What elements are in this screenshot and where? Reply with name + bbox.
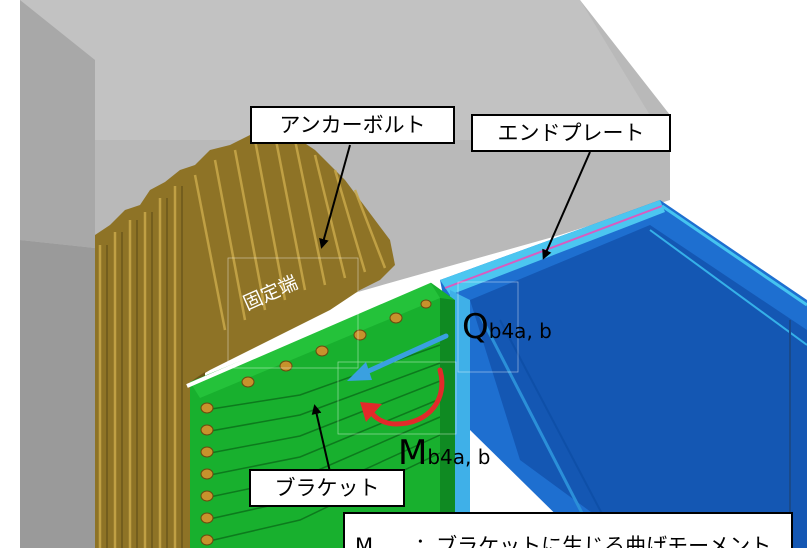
guide-frames bbox=[227, 257, 519, 435]
legend-text: M ：ブラケットに生じる曲げモーメント bbox=[355, 534, 772, 548]
end-plate-label: エンドプレート bbox=[471, 114, 671, 152]
moment-symbol-main: M bbox=[398, 433, 428, 473]
legend-box: M ：ブラケットに生じる曲げモーメント bbox=[343, 512, 793, 548]
shear-force-arrow bbox=[347, 333, 449, 381]
bracket-label: ブラケット bbox=[249, 469, 405, 507]
shear-symbol-main: Q bbox=[462, 307, 489, 347]
steel-beam bbox=[440, 200, 807, 548]
bending-moment-arrow bbox=[360, 367, 445, 427]
end-plate-leader bbox=[542, 151, 591, 260]
bracket-leader bbox=[311, 404, 331, 473]
anchor-bolt-label: アンカーボルト bbox=[250, 106, 455, 144]
shear-force-symbol: Qb4a, b bbox=[462, 310, 552, 344]
bracket-bolt-heads bbox=[200, 299, 432, 546]
moment-symbol-subscript: b4a, b bbox=[427, 445, 491, 469]
shear-symbol-subscript: b4a, b bbox=[488, 319, 552, 343]
anchor-bolt-leader bbox=[319, 144, 351, 249]
moment-symbol: Mb4a, b bbox=[398, 436, 490, 470]
anchor-bolt-group bbox=[95, 128, 395, 548]
